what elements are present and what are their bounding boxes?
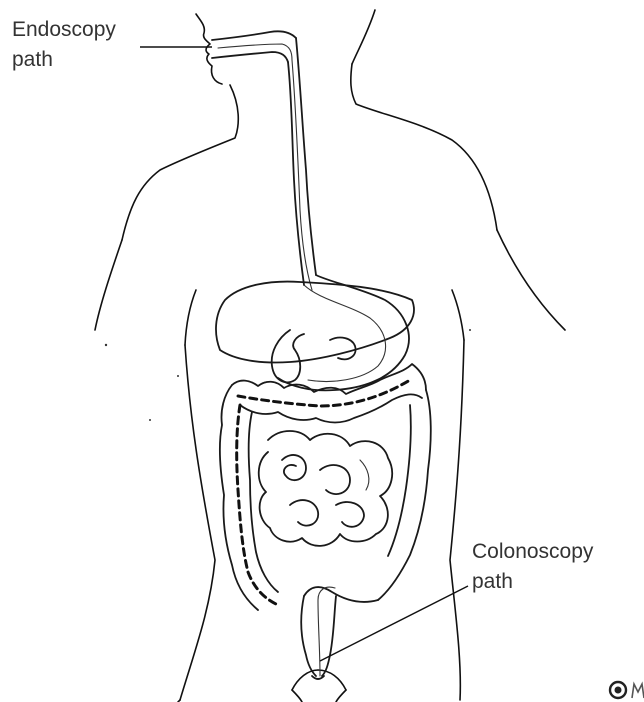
mouth-lower [212, 52, 288, 62]
right-arm-outline [497, 230, 565, 330]
colonoscopy-label-line2: path [472, 568, 513, 596]
neck-right [351, 64, 497, 230]
colonoscope-path-transverse [238, 380, 410, 406]
liver [216, 282, 414, 363]
small-intestine-coil-1 [282, 455, 306, 480]
endoscope-tube [218, 44, 312, 290]
crotch-right [318, 670, 346, 690]
rectum-right [322, 596, 336, 676]
neck-left [122, 85, 238, 240]
small-intestine-coil-5 [360, 460, 369, 490]
stomach-inner [304, 285, 386, 381]
partial-logo-icon [606, 676, 644, 702]
sigmoid-colon [304, 587, 378, 602]
speck-4 [469, 329, 471, 331]
small-intestine [259, 431, 392, 546]
back-of-head [352, 10, 375, 64]
small-intestine-coil-4 [336, 502, 364, 527]
inner-leg-left [292, 690, 302, 702]
right-arm-inner [452, 290, 464, 340]
colonoscope-path-ascending [237, 405, 276, 604]
small-intestine-coil-2 [320, 465, 350, 494]
ascending-colon-inner [249, 412, 278, 592]
speck-1 [105, 344, 107, 346]
endoscopy-label-line2: path [12, 46, 53, 74]
right-torso-side [450, 340, 464, 700]
esophagus-inner [288, 62, 304, 285]
small-intestine-coil-3 [290, 500, 318, 526]
colonoscopy-label-line1: Colonoscopy [472, 538, 593, 566]
endoscopy-label-line1: Endoscopy [12, 16, 116, 44]
face-profile [196, 14, 222, 84]
duodenum-loop [272, 330, 304, 382]
left-arm-outline [95, 240, 122, 330]
mouth-upper [212, 31, 296, 40]
left-arm-inner [185, 290, 196, 345]
speck-2 [177, 375, 179, 377]
rectum-left [301, 596, 316, 676]
transverse-colon-lower [240, 394, 422, 422]
anus [312, 676, 324, 679]
left-torso-side [180, 345, 215, 700]
inner-leg-right [336, 690, 346, 702]
speck-3 [149, 419, 151, 421]
